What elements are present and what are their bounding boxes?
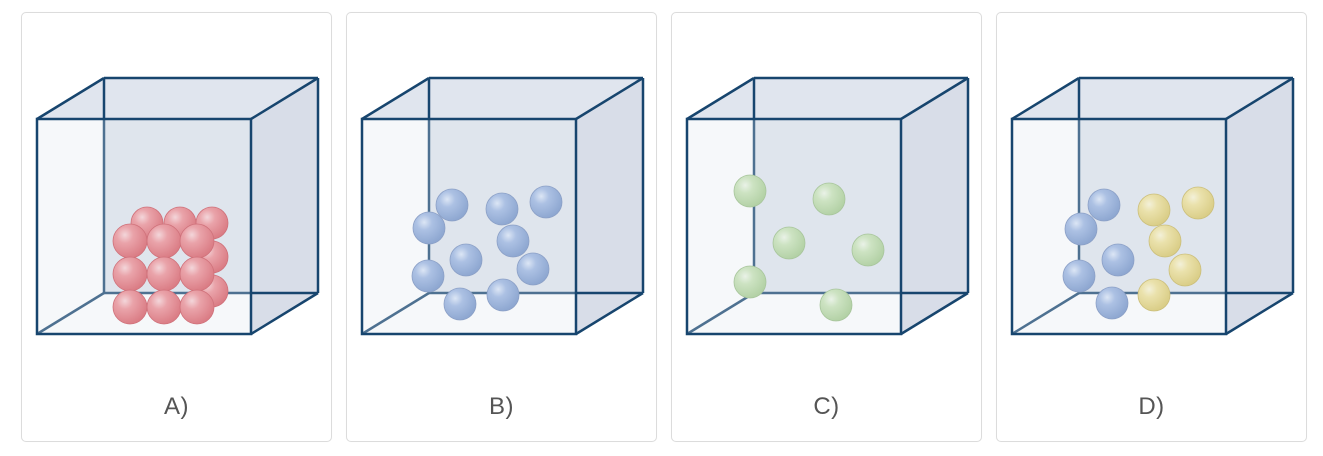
option-label-d: D) bbox=[1138, 393, 1165, 420]
cube-front bbox=[360, 76, 645, 336]
box-diagram-b bbox=[360, 76, 645, 336]
particle bbox=[1137, 193, 1171, 227]
cube-front bbox=[685, 76, 970, 336]
particle bbox=[819, 288, 853, 322]
particles bbox=[411, 185, 563, 321]
cube-back bbox=[1011, 78, 1293, 336]
particle bbox=[1087, 188, 1121, 222]
particle bbox=[1064, 212, 1098, 246]
particle bbox=[411, 259, 445, 293]
particle bbox=[733, 265, 767, 299]
particle bbox=[412, 211, 446, 245]
cube-back bbox=[361, 78, 643, 336]
particle bbox=[772, 226, 806, 260]
option-card-b[interactable]: B) bbox=[346, 12, 657, 442]
option-label-c: C) bbox=[813, 393, 840, 420]
particle bbox=[485, 192, 519, 226]
option-card-a[interactable]: A) bbox=[21, 12, 332, 442]
particle bbox=[1062, 259, 1096, 293]
option-card-c[interactable]: C) bbox=[671, 12, 982, 442]
box-diagram-c bbox=[685, 76, 970, 336]
cube-front bbox=[1010, 76, 1295, 336]
particle bbox=[1101, 243, 1135, 277]
particle bbox=[812, 182, 846, 216]
particles-blue bbox=[1062, 188, 1135, 320]
particle bbox=[733, 174, 767, 208]
cube-front bbox=[35, 76, 320, 336]
option-label-a: A) bbox=[164, 393, 189, 420]
particle bbox=[435, 188, 469, 222]
box-diagram-a bbox=[35, 76, 320, 336]
option-label-b: B) bbox=[489, 393, 514, 420]
cube-back bbox=[686, 78, 968, 336]
particle bbox=[443, 287, 477, 321]
particle bbox=[486, 278, 520, 312]
particles bbox=[733, 174, 885, 322]
particle bbox=[449, 243, 483, 277]
particle bbox=[516, 252, 550, 286]
option-card-d[interactable]: D) bbox=[996, 12, 1307, 442]
particle bbox=[851, 233, 885, 267]
particles bbox=[112, 206, 229, 325]
particle bbox=[1148, 224, 1182, 258]
particle bbox=[1095, 286, 1129, 320]
particle bbox=[1168, 253, 1202, 287]
box-diagram-d bbox=[1010, 76, 1295, 336]
particle bbox=[496, 224, 530, 258]
particle bbox=[179, 289, 215, 325]
particle bbox=[529, 185, 563, 219]
particles-yellow bbox=[1137, 186, 1215, 312]
particle bbox=[1137, 278, 1171, 312]
particle bbox=[1181, 186, 1215, 220]
